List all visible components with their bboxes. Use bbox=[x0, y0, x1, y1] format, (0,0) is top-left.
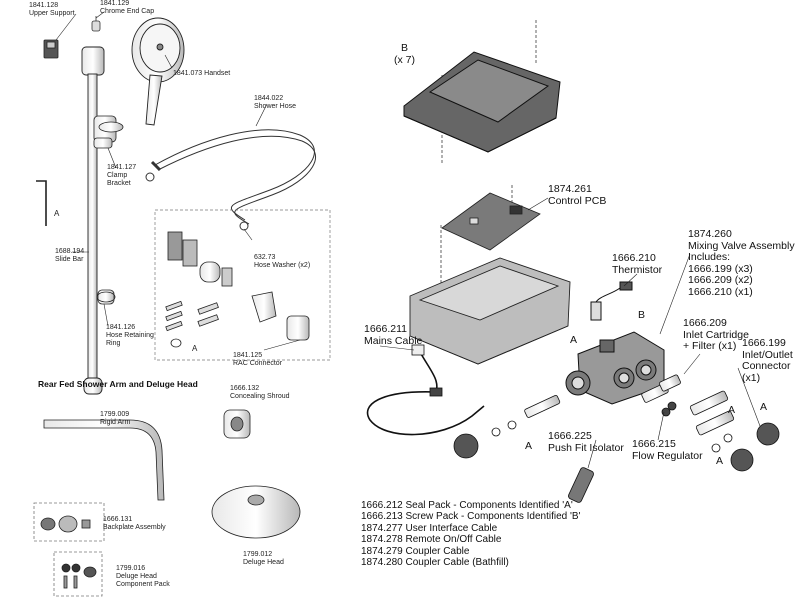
rac-connector-label: 1841.125 RAC Connector bbox=[233, 352, 283, 367]
letter-a-right-3: A bbox=[728, 404, 736, 416]
inlet-cartridge-parts bbox=[641, 374, 735, 436]
note-line: 1874.280 Coupler Cable (Bathfill) bbox=[361, 557, 509, 569]
thermistor-part bbox=[590, 281, 633, 321]
rac-connector-box bbox=[154, 209, 331, 361]
note-line: 1874.279 Coupler Cable bbox=[361, 545, 470, 557]
mixing-valve-part bbox=[565, 331, 665, 405]
upper-support-part bbox=[43, 39, 59, 59]
screw-b-label: B (x 7) bbox=[394, 42, 415, 66]
parts-notes: 1666.212 Seal Pack - Components Identifi… bbox=[361, 500, 581, 568]
letter-a-right-2: A bbox=[716, 455, 724, 467]
note-line: 1874.278 Remote On/Off Cable bbox=[361, 534, 502, 546]
hose-retaining-ring-part bbox=[96, 289, 116, 305]
shower-hose-part bbox=[145, 129, 316, 231]
note-line: 1666.213 Screw Pack - Components Identif… bbox=[361, 511, 581, 523]
base-housing-part bbox=[409, 257, 571, 365]
deluge-head-part bbox=[211, 485, 301, 539]
concealing-shroud-part bbox=[223, 409, 251, 439]
push-fit-isolator-label: 1666.225 Push Fit Isolator bbox=[548, 430, 624, 454]
inlet-cartridge-label: 1666.209 Inlet Cartridge + Filter (x1) bbox=[683, 317, 749, 352]
cover-lid-part bbox=[403, 51, 561, 153]
upper-support-label: 1841.128 Upper Support bbox=[29, 2, 75, 17]
hose-washer-label: 632.73 Hose Washer (x2) bbox=[254, 254, 311, 269]
chrome-end-cap-label: 1841.129 Chrome End Cap bbox=[100, 0, 155, 15]
allen-key bbox=[36, 180, 47, 226]
backplate-label: 1666.131 Backplate Assembly bbox=[103, 516, 166, 531]
control-pcb-label: 1874.261 Control PCB bbox=[548, 183, 607, 207]
shower-hose-label: 1844.022 Shower Hose bbox=[254, 95, 297, 110]
backplate-part bbox=[33, 502, 105, 542]
clamp-bracket-part bbox=[93, 115, 124, 149]
flow-regulator-label: 1666.215 Flow Regulator bbox=[632, 438, 703, 462]
inlet-outlet-connector-label: 1666.199 Inlet/Outlet Connector (x1) bbox=[742, 337, 793, 384]
mixing-valve-label: 1874.260 Mixing Valve Assembly Includes:… bbox=[688, 228, 795, 298]
slide-bar-label: 1688.194 Slide Bar bbox=[55, 248, 85, 263]
handset-label: 1841.073 Handset bbox=[173, 70, 231, 77]
rigid-arm-label: 1799.009 Rigid Arm bbox=[100, 411, 131, 426]
letter-a-right-1: A bbox=[760, 401, 768, 413]
slide-bar-part bbox=[81, 46, 105, 395]
chrome-end-cap-part bbox=[91, 16, 101, 32]
letter-a-thermistor: A bbox=[570, 334, 578, 346]
hose-retaining-ring-label: 1841.126 Hose Retaining Ring bbox=[106, 324, 154, 347]
mains-cable-part bbox=[366, 344, 485, 436]
rear-fed-title: Rear Fed Shower Arm and Deluge Head bbox=[38, 379, 198, 389]
leader-lines bbox=[55, 11, 761, 469]
note-line: 1666.212 Seal Pack - Components Identifi… bbox=[361, 500, 573, 511]
deluge-pack-label: 1799.016 Deluge Head Component Pack bbox=[116, 565, 170, 588]
mains-cable-label: 1666.211 Mains Cable bbox=[364, 323, 423, 347]
concealing-shroud-label: 1666.132 Concealing Shroud bbox=[230, 385, 290, 400]
letter-b: B bbox=[638, 309, 646, 321]
deluge-pack-part bbox=[53, 551, 103, 597]
allen-key-letter: A bbox=[54, 209, 60, 218]
push-fit-isolator-part bbox=[568, 467, 594, 503]
letter-a-left: A bbox=[525, 440, 533, 452]
clamp-bracket-label: 1841.127 Clamp Bracket bbox=[107, 164, 137, 187]
connector-parts bbox=[453, 395, 780, 472]
deluge-head-label: 1799.012 Deluge Head bbox=[243, 551, 284, 566]
control-pcb-part bbox=[441, 192, 541, 251]
note-line: 1874.277 User Interface Cable bbox=[361, 522, 498, 534]
seal-letter: A bbox=[192, 344, 198, 353]
thermistor-label: 1666.210 Thermistor bbox=[612, 252, 663, 276]
rigid-arm-part bbox=[43, 419, 165, 501]
